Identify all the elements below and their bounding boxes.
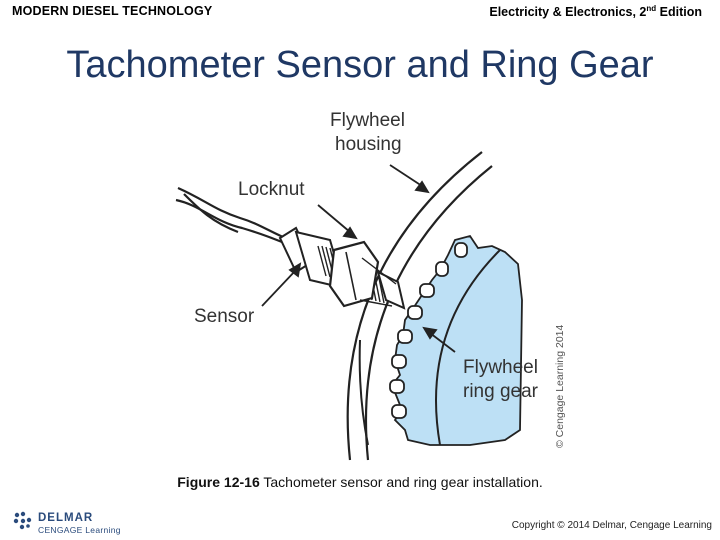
label-flywheel-housing-line1: Flywheel <box>330 110 405 131</box>
gear-teeth <box>389 242 468 419</box>
delmar-logo: DELMAR CENGAGE Learning <box>12 510 120 537</box>
figure-caption: Figure 12-16 Tachometer sensor and ring … <box>177 474 543 490</box>
logo-subtitle: CENGAGE Learning <box>38 525 121 535</box>
label-arrows <box>261 164 456 353</box>
label-locknut: Locknut <box>238 179 305 200</box>
sensor-wires <box>175 186 293 248</box>
copyright-notice: Copyright © 2014 Delmar, Cengage Learnin… <box>511 520 712 531</box>
label-ring-gear-line2: ring gear <box>463 381 539 402</box>
locknut-shape <box>328 240 380 308</box>
slide-title: Tachometer Sensor and Ring Gear <box>66 44 654 86</box>
cengage-watermark: © Cengage Learning 2014 <box>554 325 566 448</box>
label-ring-gear-line1: Flywheel <box>463 357 538 378</box>
header-book-title: Electricity & Electronics, 2nd Edition <box>489 4 702 20</box>
label-sensor: Sensor <box>194 306 255 327</box>
header-brand: MODERN DIESEL TECHNOLOGY <box>12 4 213 18</box>
label-flywheel-housing-line2: housing <box>335 134 402 155</box>
logo-name: DELMAR <box>38 512 94 524</box>
housing-bracket <box>358 339 369 446</box>
sensor-tip <box>376 270 406 310</box>
gear-inner-arc <box>435 249 501 446</box>
delmar-logo-icon <box>13 511 32 530</box>
